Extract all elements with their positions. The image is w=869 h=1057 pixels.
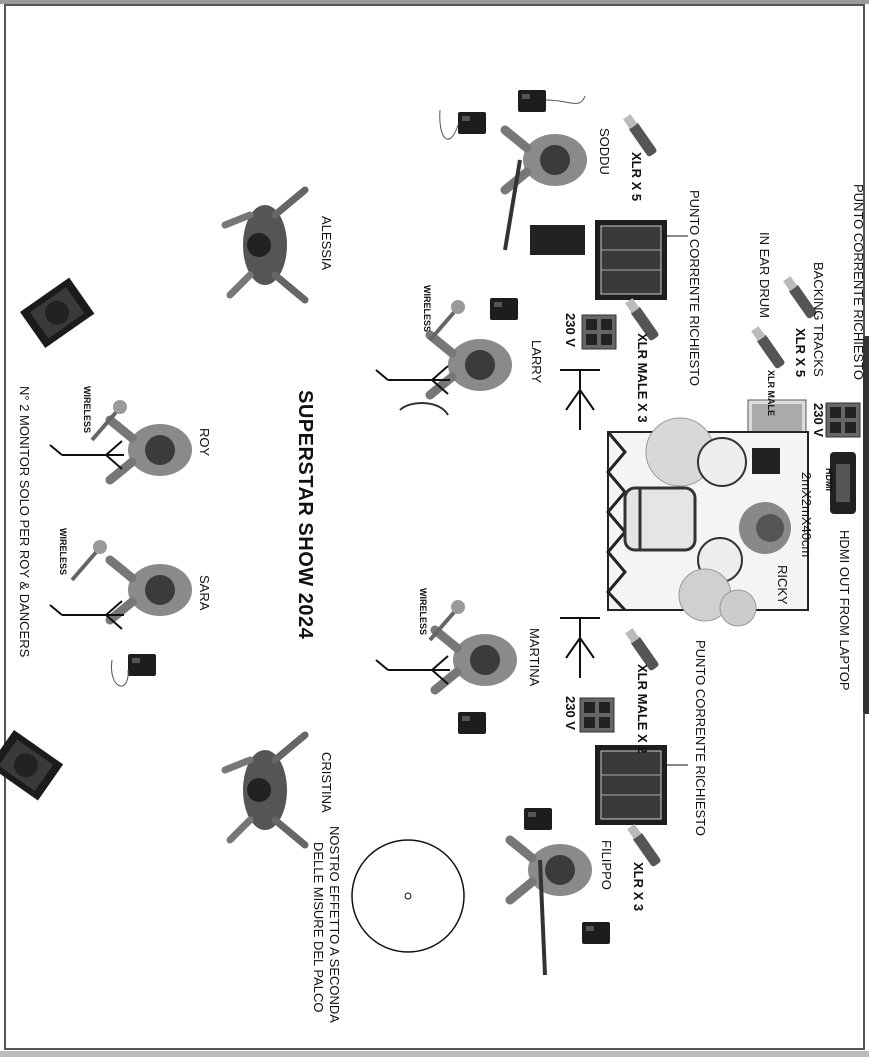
- cymbal-hihat: [719, 589, 757, 627]
- drum-inear-pack: [752, 448, 780, 474]
- roy-figure: [110, 420, 192, 480]
- filippo-label: FILIPPO: [599, 840, 614, 890]
- in-ear-drum-label: IN EAR DRUM: [757, 232, 772, 318]
- page-title: SUPERSTAR SHOW 2024: [294, 390, 316, 640]
- laptop-socket: [825, 402, 861, 438]
- soddu-xlr-icon: [623, 114, 658, 158]
- soddu-bodypack-2: [518, 90, 546, 112]
- wireless-larry: WIRELESS: [422, 285, 432, 333]
- wireless-sara: WIRELESS: [58, 528, 68, 576]
- soddu-pedalboard: [530, 225, 585, 255]
- larry-wireless-mic: [428, 298, 467, 342]
- soddu-bodypack: [458, 112, 486, 134]
- soddu-guitar: [503, 159, 522, 251]
- window-top-edge: [0, 0, 869, 4]
- bass-drum: [623, 486, 697, 552]
- wireless-martina: WIRELESS: [418, 588, 428, 636]
- larry-boom-stand: [559, 369, 601, 431]
- v230-laptop: 230 V: [811, 403, 826, 437]
- effect-note-line2: DELLE MISURE DEL PALCO: [311, 842, 326, 1013]
- soddu-label: SODDU: [597, 128, 612, 175]
- monitor-left: [20, 277, 95, 349]
- filippo-xlr-icon: [627, 824, 662, 868]
- hdmi-label: HDMI: [824, 468, 834, 491]
- martina-mic-stand: [375, 655, 451, 685]
- cristina-figure: [225, 735, 305, 845]
- martina-figure: [435, 630, 517, 690]
- side-scroll-tab[interactable]: [863, 336, 869, 714]
- window-bottom-edge: [0, 1051, 869, 1057]
- larry-xlr-count: XLR MALE X 3: [635, 333, 650, 423]
- in-ear-xlr-male: XLR MALE: [766, 370, 776, 416]
- martina-socket: [579, 697, 615, 733]
- sara-wireless-mic: [70, 538, 109, 582]
- larry-label: LARRY: [529, 340, 544, 384]
- sara-label: SARA: [197, 575, 212, 611]
- larry-socket: [581, 314, 617, 350]
- larry-bodypack: [490, 298, 518, 320]
- filippo-bodypack: [524, 808, 552, 830]
- filippo-xlr-count: XLR X 3: [631, 862, 646, 912]
- hdmi-out-label: HDMI OUT FROM LAPTOP: [837, 530, 852, 691]
- roy-label: ROY: [197, 428, 212, 457]
- inear-xlr-icon: [751, 326, 786, 370]
- ricky-label: RICKY: [775, 565, 790, 605]
- filippo-figure: [510, 840, 592, 900]
- sara-bodypack: [128, 654, 156, 676]
- v230-larry: 230 V: [563, 313, 578, 347]
- filippo-rack: [594, 744, 668, 826]
- punto-corrente-top: PUNTO CORRENTE RICHIESTO: [851, 184, 866, 380]
- filippo-bass: [538, 859, 547, 976]
- wireless-roy: WIRELESS: [82, 386, 92, 434]
- martina-wireless-mic: [428, 598, 467, 642]
- effect-note-line1: NOSTRO EFFETTO A SECONDA: [327, 826, 342, 1023]
- filippo-bodypack-2: [582, 922, 610, 944]
- martina-label: MARTINA: [527, 628, 542, 687]
- cristina-label: CRISTINA: [319, 752, 334, 813]
- soddu-rack: [594, 219, 668, 301]
- sara-mic-stand: [49, 600, 125, 630]
- sara-figure: [110, 560, 192, 620]
- punto-corrente-filippo: PUNTO CORRENTE RICHIESTO: [693, 640, 708, 836]
- larry-figure: [430, 335, 512, 395]
- effect-circle-center: [404, 892, 412, 900]
- hdmi-size-label: 2mX2mX40cm: [799, 472, 814, 558]
- alessia-label: ALESSIA: [319, 216, 334, 271]
- tom-floor: [697, 437, 747, 487]
- soddu-inear-cable: [439, 109, 459, 140]
- drum-riser-truss: [605, 431, 627, 612]
- monitor-right: [0, 730, 64, 801]
- sara-inear: [111, 659, 129, 687]
- punto-corrente-soddu: PUNTO CORRENTE RICHIESTO: [687, 190, 702, 386]
- backing-xlr-count: XLR X 5: [793, 328, 808, 378]
- backing-tracks-label: BACKING TRACKS: [811, 262, 826, 377]
- v230-martina: 230 V: [563, 696, 578, 730]
- larry-inear: [399, 402, 449, 416]
- martina-boom-stand: [559, 617, 601, 679]
- effect-circle: [351, 839, 465, 953]
- roy-mic-stand: [49, 440, 125, 470]
- martina-xlr-count: XLR MALE X 2: [635, 664, 650, 754]
- alessia-figure: [225, 190, 305, 300]
- martina-bodypack: [458, 712, 486, 734]
- soddu-xlr-count: XLR X 5: [629, 152, 644, 202]
- soddu-cable: [545, 95, 586, 104]
- monitors-note: N° 2 MONITOR SOLO PER ROY & DANCERS: [17, 386, 32, 658]
